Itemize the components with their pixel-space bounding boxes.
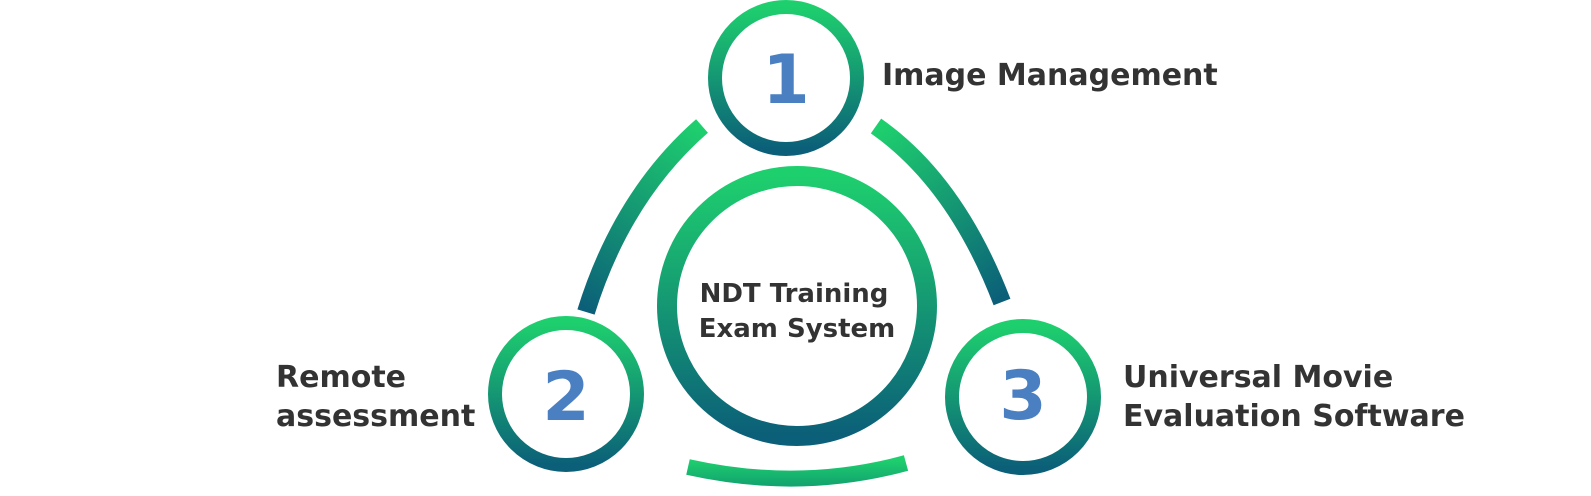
connector-arc-left: [577, 119, 708, 315]
node-2-label: Remote assessment: [276, 358, 475, 436]
node-1-label: Image Management: [882, 56, 1218, 95]
node-2-label-line1: Remote: [276, 360, 407, 395]
center-title-line2: Exam System: [699, 314, 896, 344]
center-title-line1: NDT Training: [700, 279, 889, 309]
center-ring: [657, 166, 937, 446]
node-3-label-line2: Evaluation Software: [1123, 399, 1465, 434]
node-2-label-line2: assessment: [276, 399, 476, 434]
node-1-number: 1: [762, 41, 809, 120]
node-2-number: 2: [542, 358, 589, 437]
node-2-ring: [488, 316, 644, 472]
node-3-label: Universal Movie Evaluation Software: [1123, 358, 1465, 436]
connector-arc-right: [870, 118, 1011, 306]
node-3-label-line1: Universal Movie: [1123, 360, 1394, 395]
node-1-label-line1: Image Management: [882, 58, 1218, 93]
node-3-number: 3: [999, 357, 1046, 436]
connector-arc-bottom: [686, 455, 909, 487]
node-3-ring: [945, 319, 1101, 475]
node-1-ring: [708, 0, 864, 156]
